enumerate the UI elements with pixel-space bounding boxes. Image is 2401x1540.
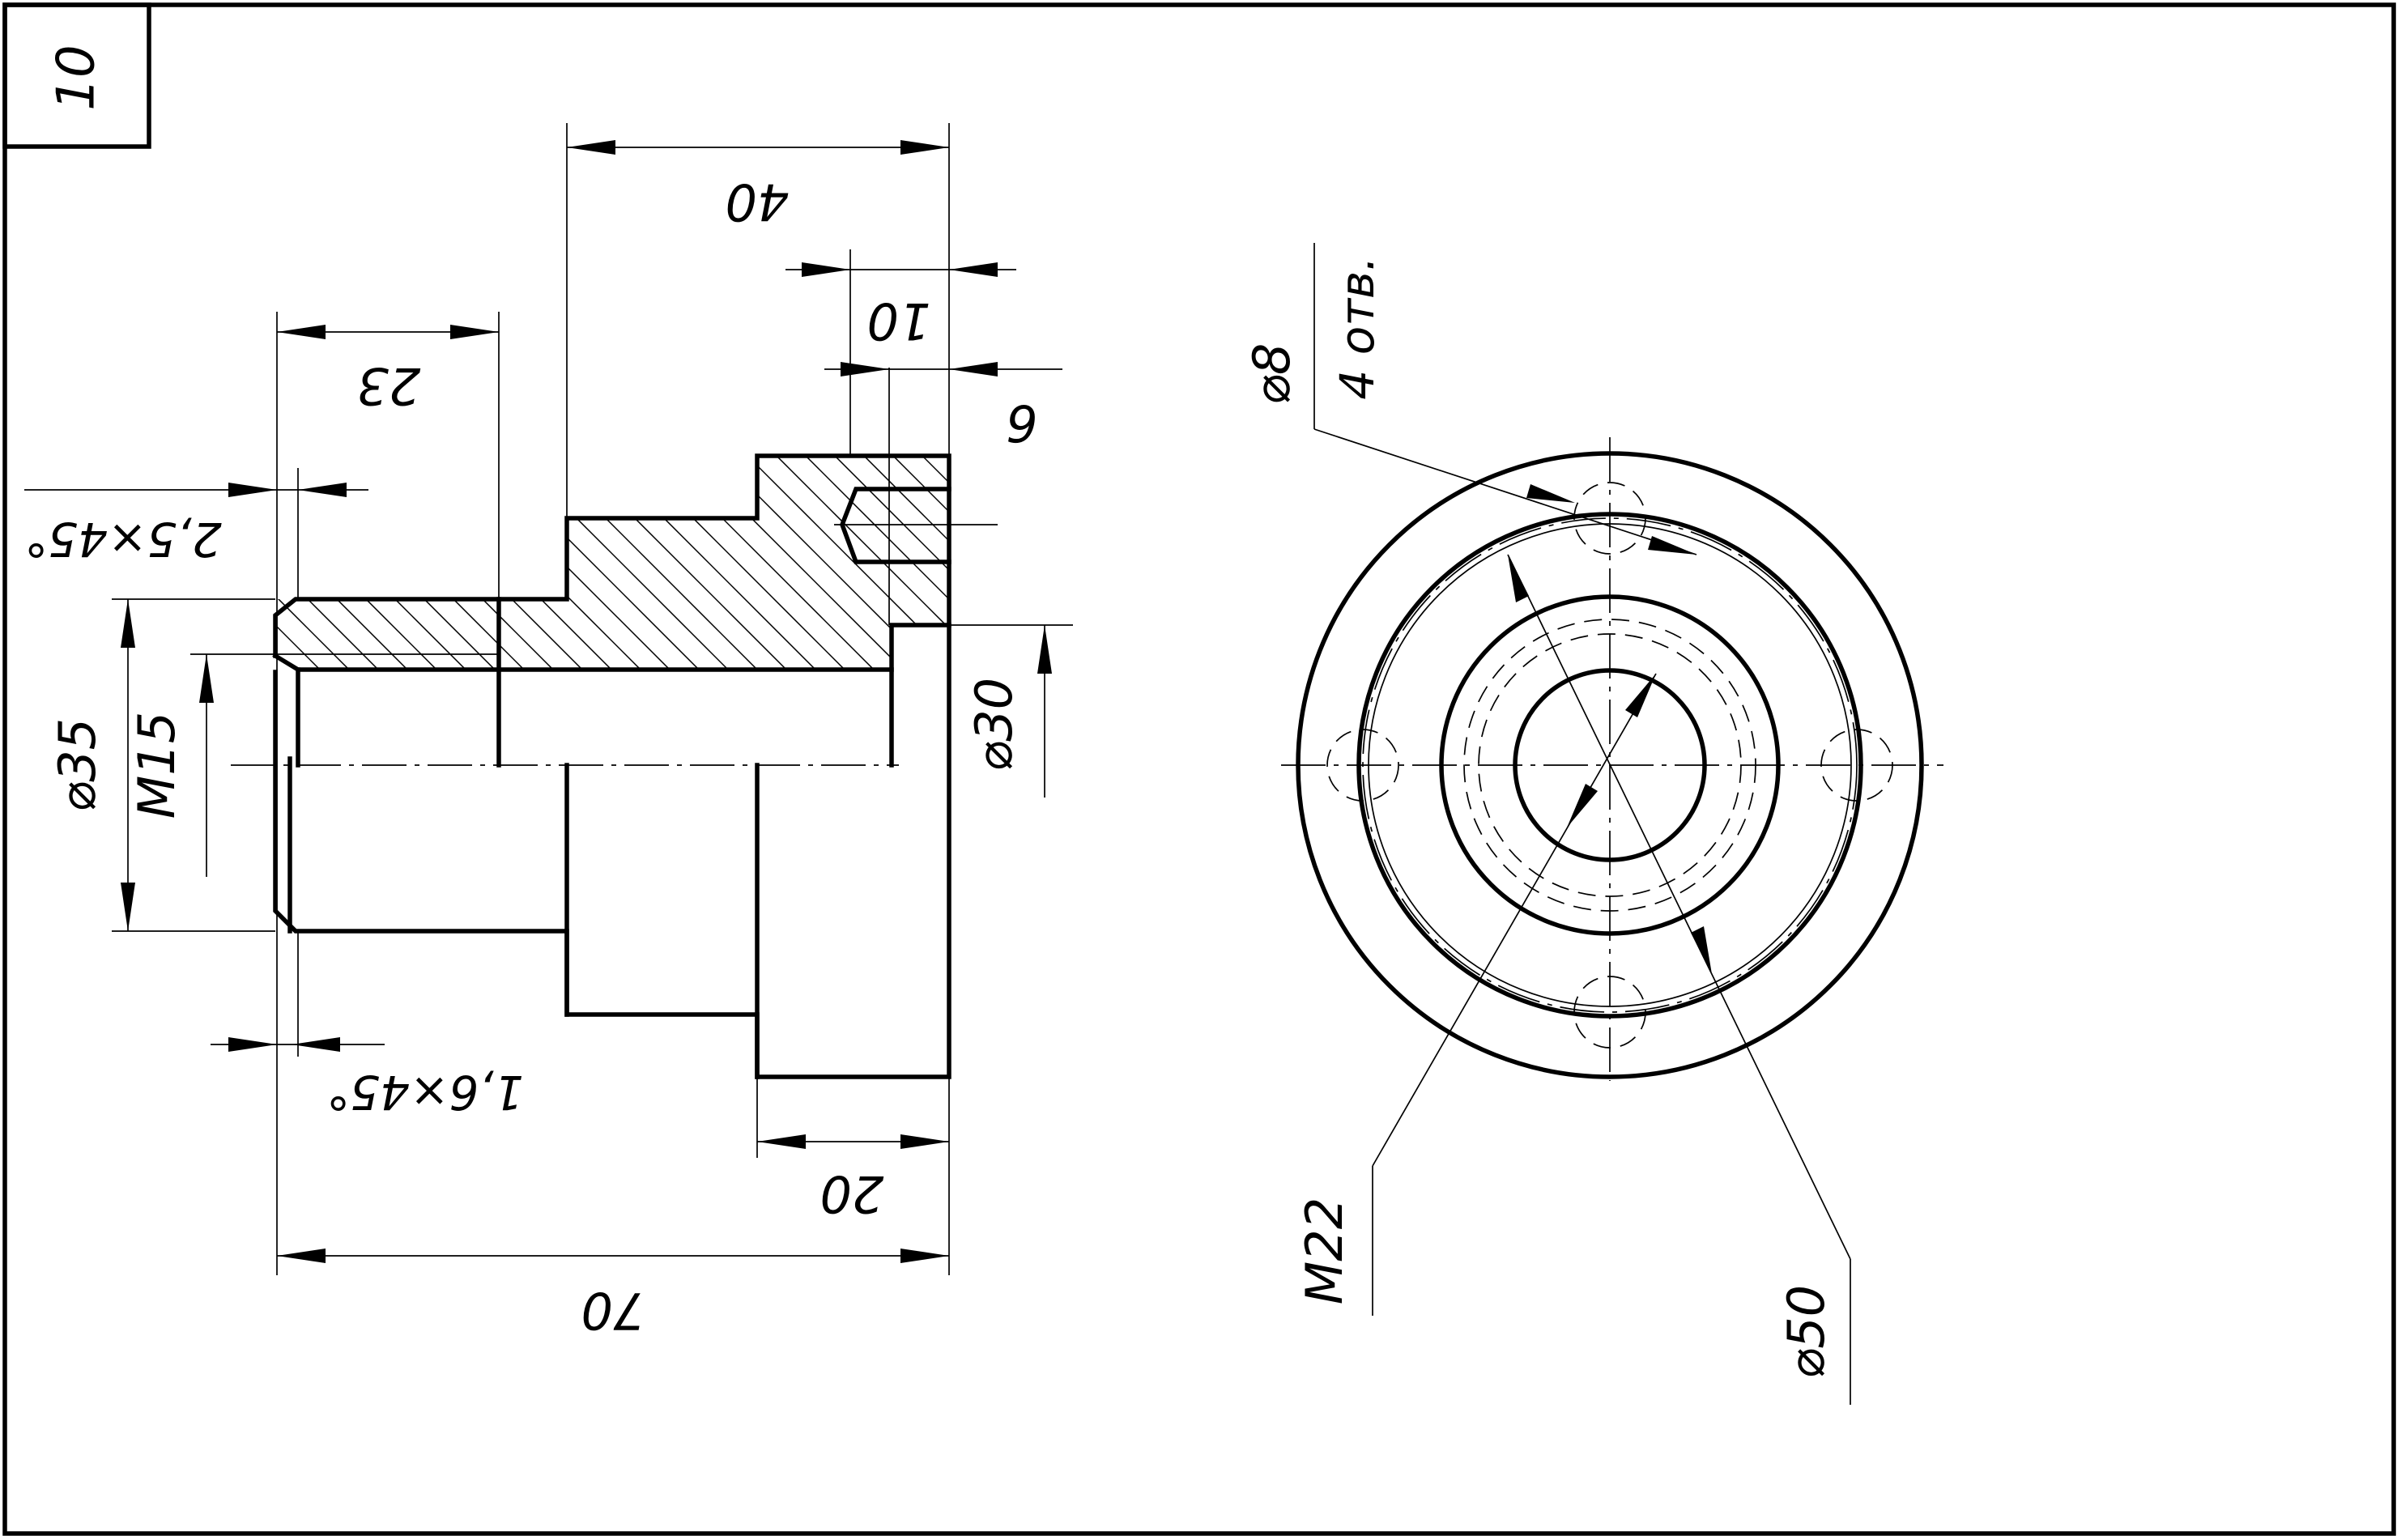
- hatch-line: [1399, 437, 1658, 696]
- hatch-line: [845, 456, 949, 670]
- hatch-line: [407, 456, 668, 670]
- hatch-line: [275, 456, 493, 670]
- dia-35-label: ⌀35: [48, 718, 107, 812]
- thread-m15-label: M15: [127, 712, 186, 819]
- dim-70-label: 70: [581, 1281, 645, 1340]
- dia-30-label: ⌀30: [964, 678, 1024, 772]
- front-view: [231, 368, 1775, 1079]
- hatch-line: [275, 456, 522, 670]
- hatch-line: [1108, 437, 1367, 696]
- collar-thin-circle: [1368, 523, 1852, 1007]
- hatch-line: [349, 456, 610, 670]
- hatch-line: [378, 456, 639, 670]
- collar-circle: [1356, 512, 1863, 1019]
- hatch-line: [815, 456, 949, 670]
- bolt-hole-bottom: [1573, 976, 1646, 1049]
- hole-dia-label: ⌀8: [1242, 343, 1301, 406]
- chamfer-outer-label: 2,5×45°: [24, 512, 222, 567]
- dia-50-label: ⌀50: [1777, 1285, 1836, 1379]
- thread-outer-circle: [1439, 594, 1781, 936]
- thread-m22-label: M22: [1295, 1198, 1354, 1304]
- hatch-line: [1487, 437, 1746, 696]
- hatch-line: [641, 456, 901, 670]
- section-hatching: [275, 437, 1775, 696]
- side-dimensions: ⌀8 4 отв. ⌀50 M22: [1242, 243, 1851, 1405]
- hatch-line: [903, 456, 949, 670]
- hatch-line: [582, 456, 843, 670]
- hatch-line: [1049, 437, 1309, 696]
- dim-6-label: 6: [1006, 394, 1037, 453]
- hatch-line: [275, 456, 406, 670]
- hatch-line: [1341, 437, 1600, 696]
- hatch-line: [275, 456, 464, 670]
- bolt-hole-top: [1573, 482, 1646, 555]
- hatch-line: [1516, 437, 1775, 696]
- dim-20-label: 20: [820, 1164, 884, 1223]
- hatch-line: [495, 456, 756, 670]
- sheet-number-box: [2, 2, 151, 149]
- bolt-hole-right: [1820, 729, 1893, 802]
- hatch-line: [466, 456, 726, 670]
- hatch-line: [932, 456, 949, 670]
- hatch-line: [275, 456, 347, 670]
- dim-40-label: 40: [726, 172, 790, 232]
- hatch-line: [275, 456, 377, 670]
- bore-circle: [1513, 668, 1707, 862]
- hatch-line: [1166, 437, 1425, 696]
- hatch-line: [757, 456, 949, 670]
- hatch-line: [786, 456, 949, 670]
- side-view: [1281, 437, 1943, 1081]
- hatch-line: [1283, 437, 1542, 696]
- hatch-line: [524, 456, 785, 670]
- hole-count-label: 4 отв.: [1330, 256, 1385, 399]
- hatch-line: [874, 456, 949, 670]
- chamfer-hidden-circle: [1478, 633, 1742, 897]
- hatch-line: [1370, 437, 1629, 696]
- hatch-line: [611, 456, 872, 670]
- section-outline: [272, 453, 951, 672]
- hatch-line: [320, 456, 581, 670]
- front-dimensions: 40 10 6 23 2,5×45° 1,6×45° 20: [24, 123, 1073, 1340]
- hatch-line: [699, 456, 949, 670]
- hatch-line: [1020, 437, 1279, 696]
- thread-hidden-circle: [1463, 619, 1756, 912]
- hatch-line: [1224, 437, 1484, 696]
- dim-23-label: 23: [357, 356, 421, 415]
- hatch-line: [291, 456, 551, 670]
- flange-outer-circle: [1296, 451, 1924, 1079]
- chamfer-inner-label: 1,6×45°: [326, 1065, 524, 1120]
- hatch-line: [962, 437, 1221, 696]
- lower-outline: [273, 623, 951, 1079]
- bolt-hole-left: [1326, 729, 1399, 802]
- dim-10-label: 10: [867, 291, 931, 351]
- sheet-number: 10: [47, 45, 107, 110]
- hatch-line: [1137, 437, 1396, 696]
- hatch-line: [991, 437, 1250, 696]
- hatch-line: [1312, 437, 1571, 696]
- hatch-line: [553, 456, 814, 670]
- hatch-line: [1195, 437, 1454, 696]
- bolt-pitch-circle: [1362, 517, 1858, 1013]
- hatch-line: [1079, 437, 1338, 696]
